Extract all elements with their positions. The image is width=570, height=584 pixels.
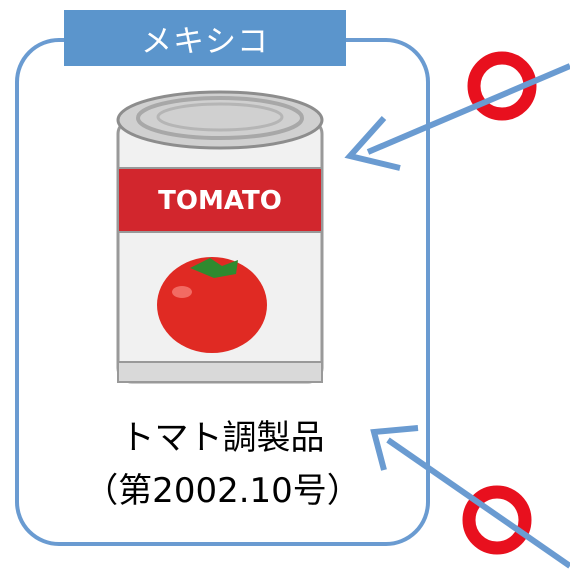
hs-code: （第2002.10号） [84,471,361,511]
arrow-top [344,63,570,171]
product-name: トマト調製品 [120,418,325,458]
arrow-bottom [370,425,570,569]
can-label-text: TOMATO [158,186,282,216]
tomato-can-icon: TOMATO [116,90,324,384]
approval-mark-bottom [462,485,532,555]
country-tag: メキシコ [64,10,346,66]
